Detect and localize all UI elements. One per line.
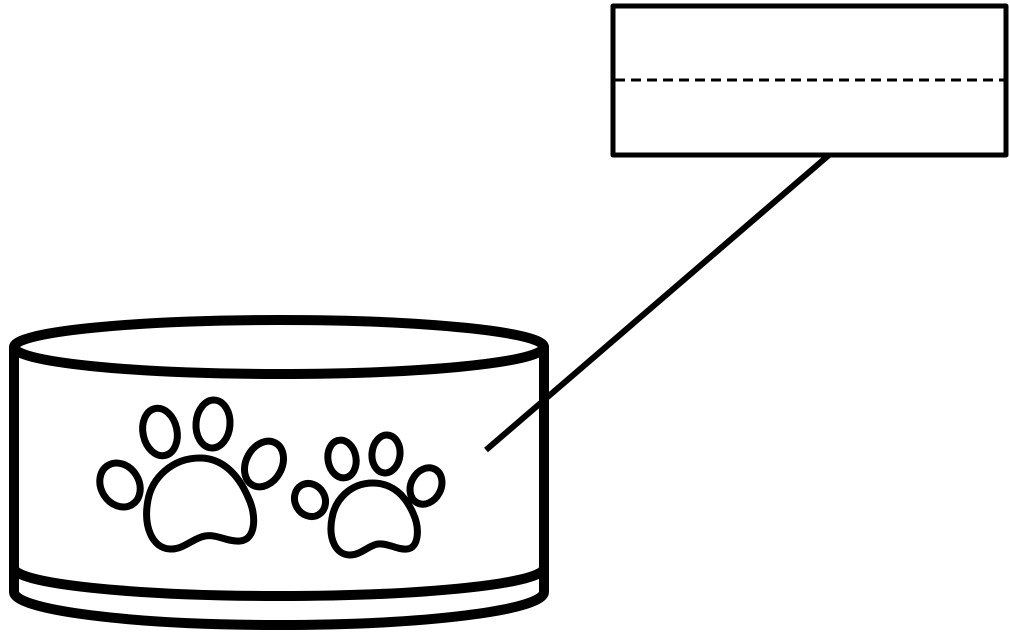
bowl-base-band	[14, 568, 544, 596]
paw-print-icon	[289, 434, 449, 555]
pet-food-bowl-icon	[14, 320, 544, 625]
label-box	[613, 6, 1006, 155]
leader-line	[486, 155, 829, 450]
paw-print-icon	[92, 399, 291, 549]
bowl-rim	[14, 320, 544, 374]
